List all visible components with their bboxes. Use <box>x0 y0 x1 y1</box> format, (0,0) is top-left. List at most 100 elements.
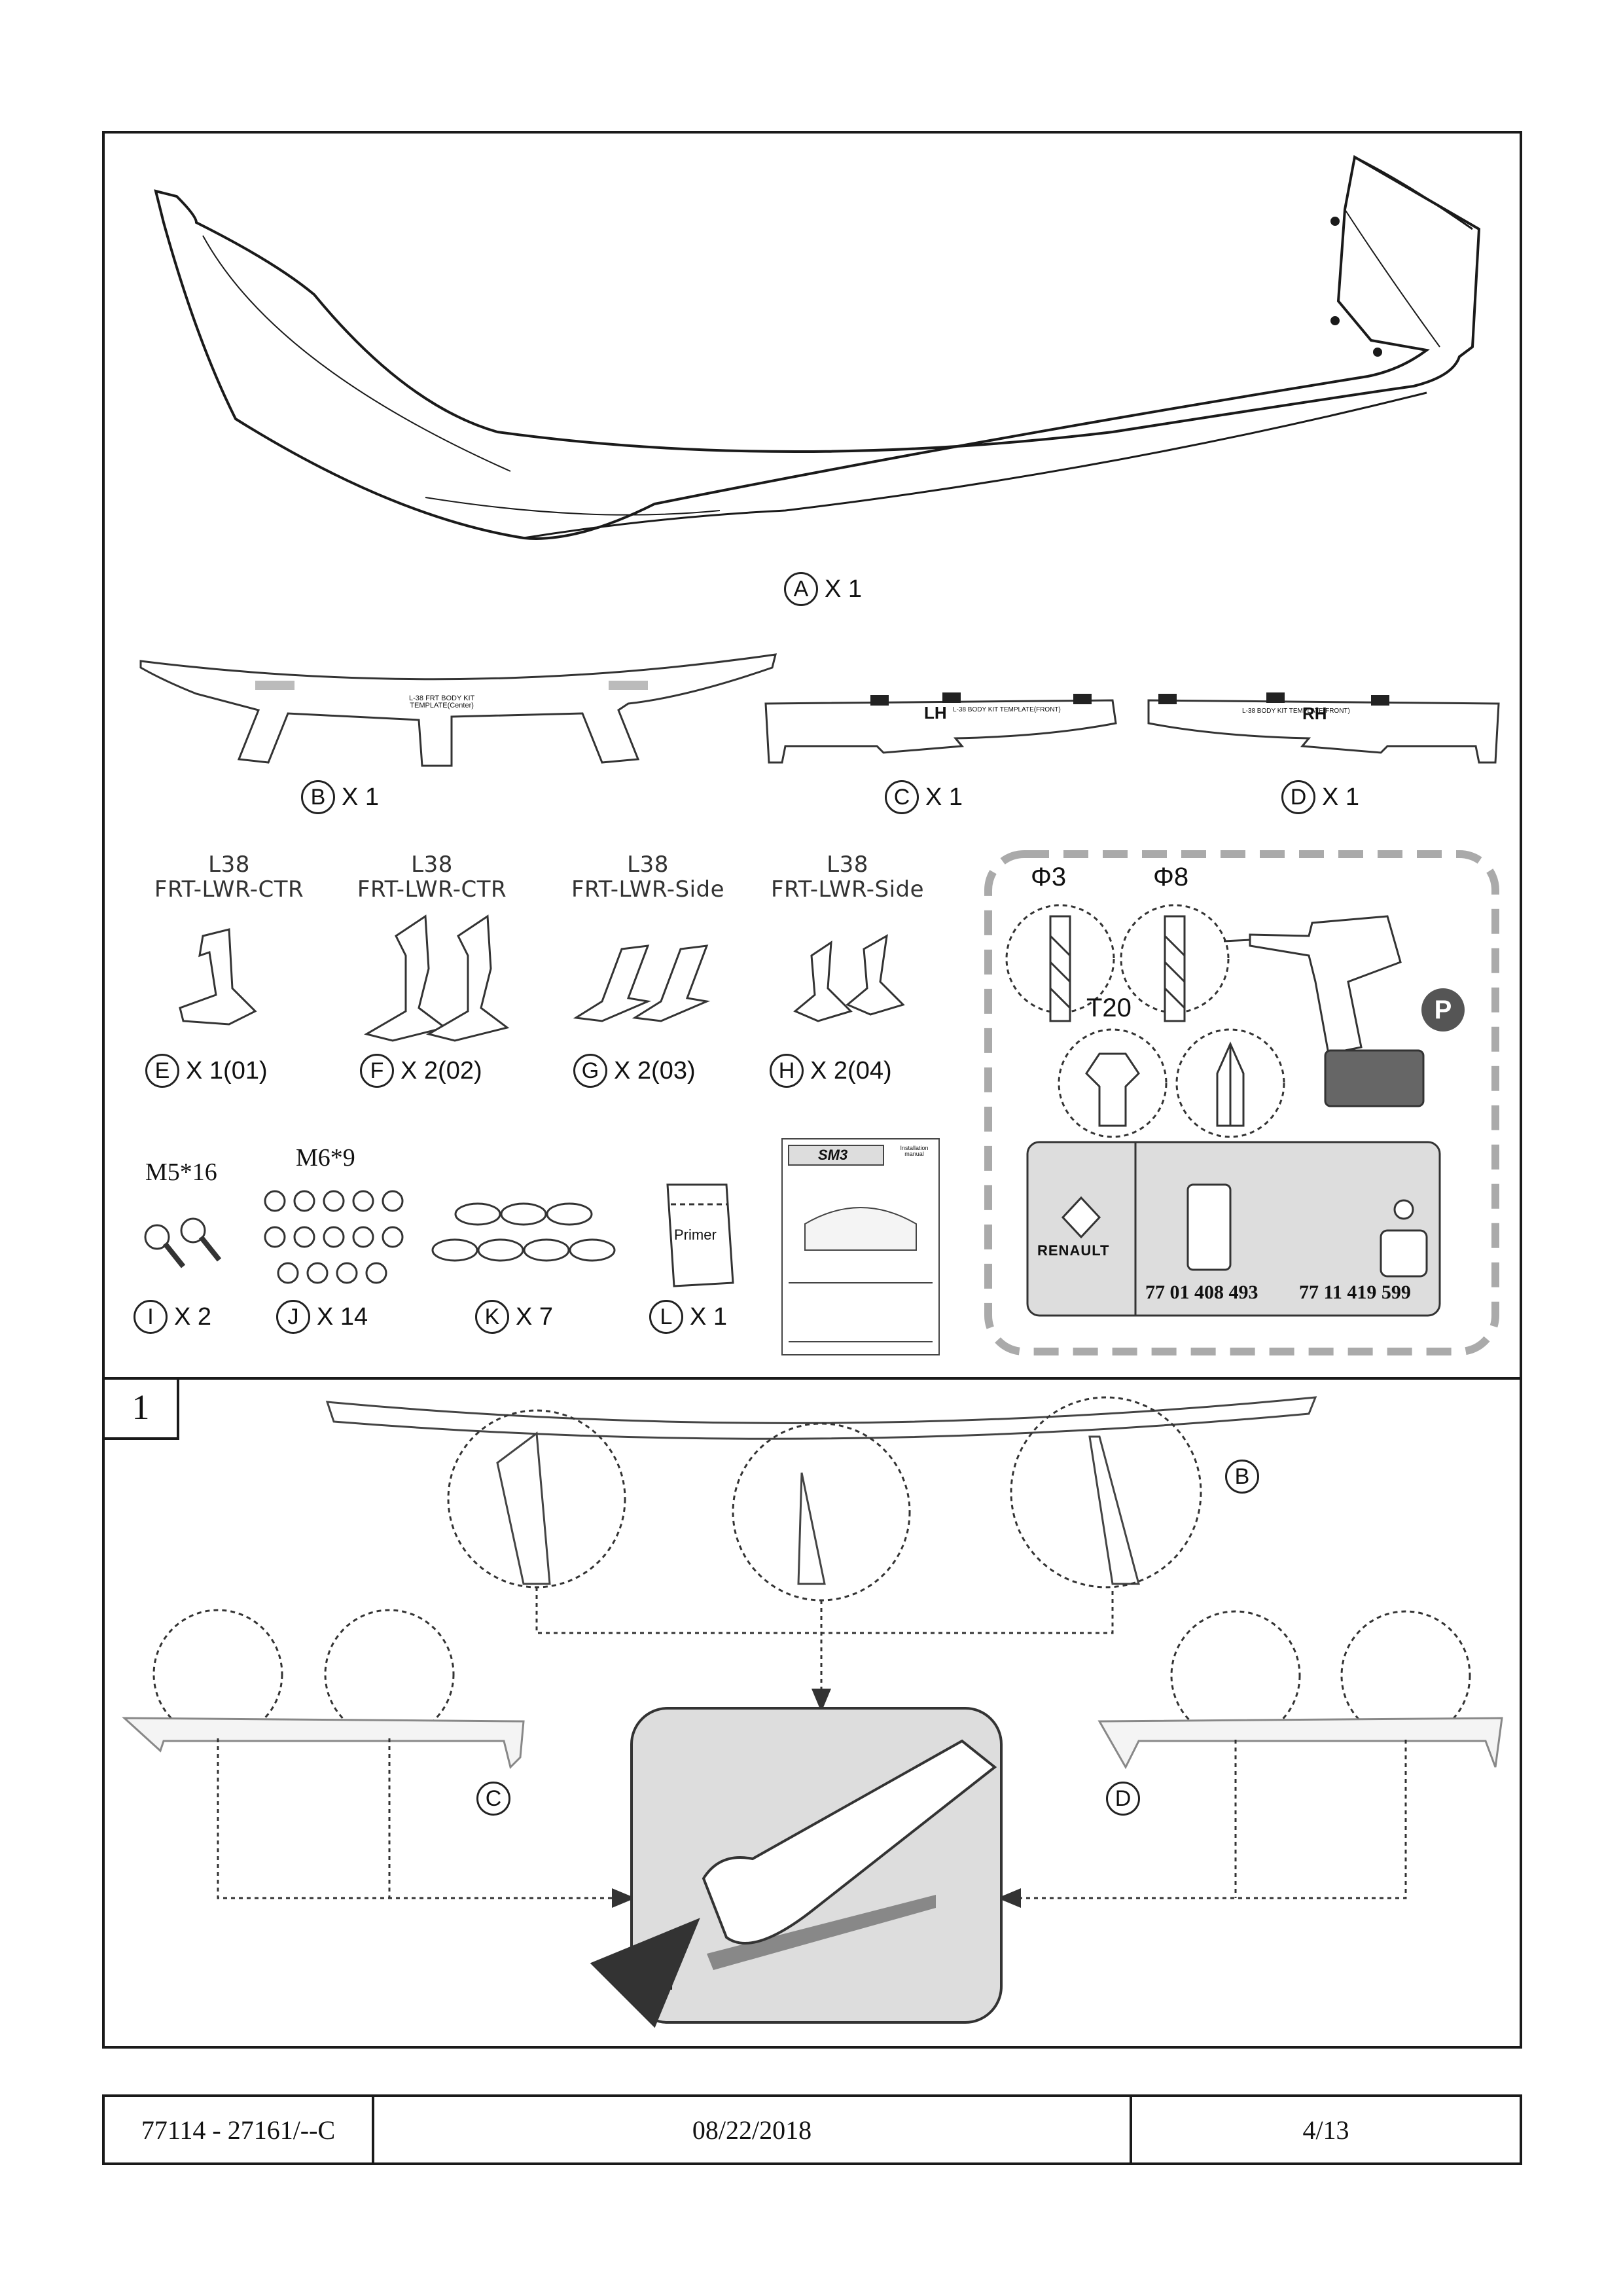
part-h-qty: X 2(04) <box>810 1057 892 1085</box>
part-a-caption: A X 1 <box>784 572 862 606</box>
part-a-letter: A <box>784 572 818 606</box>
part-b-qty: X 1 <box>342 783 380 811</box>
part-c-caption: C X 1 <box>885 780 963 814</box>
part-h-bracket-drawing <box>793 934 905 1022</box>
part-e-caption: E X 1(01) <box>145 1054 268 1088</box>
manual-title: Installation manual <box>900 1145 929 1157</box>
template-d-side: RH <box>1302 704 1327 723</box>
part-k-caption: K X 7 <box>475 1300 553 1334</box>
primer-code-1: 77 01 408 493 <box>1145 1282 1258 1303</box>
part-b-caption: B X 1 <box>301 780 379 814</box>
part-g-title-line1: L38 <box>627 852 669 878</box>
part-l-primer-bag-drawing <box>666 1183 734 1287</box>
step-number-box: 1 <box>102 1377 179 1440</box>
footer-table: 77114 - 27161/--C 08/22/2018 4/13 <box>102 2094 1522 2165</box>
part-f-qty: X 2(02) <box>401 1057 482 1085</box>
manual-thumbnail <box>781 1138 940 1355</box>
footer-page: 4/13 <box>1302 2115 1349 2145</box>
footer-date: 08/22/2018 <box>374 2097 1132 2162</box>
part-g-caption: G X 2(03) <box>573 1054 696 1088</box>
part-d-template-drawing <box>1147 692 1500 764</box>
renault-logo-text: RENAULT <box>1037 1242 1110 1259</box>
primer-products-panel <box>1026 1141 1441 1317</box>
part-f-caption: F X 2(02) <box>360 1054 482 1088</box>
tools-dashed-frame <box>984 850 1499 1355</box>
step1-ref-c: C <box>476 1782 510 1816</box>
part-f-title: L38 FRT-LWR-CTR <box>334 852 530 902</box>
part-l-qty: X 1 <box>690 1303 728 1331</box>
part-e-bracket-drawing <box>179 928 257 1026</box>
part-a-spoiler-drawing <box>154 154 1481 540</box>
step1-ref-d: D <box>1106 1782 1140 1816</box>
part-h-caption: H X 2(04) <box>770 1054 892 1088</box>
part-i-qty: X 2 <box>174 1303 212 1331</box>
template-b-label: L-38 FRT BODY KIT TEMPLATE(Center) <box>409 694 475 709</box>
part-g-bracket-drawing <box>573 944 711 1022</box>
primer-p-badge: P <box>1421 988 1465 1031</box>
template-d-label: L-38 BODY KIT TEMPLATE(FRONT) <box>1242 708 1350 715</box>
manual-brand: SM3 <box>818 1147 848 1163</box>
drill-bit-phi3-icon <box>1005 904 1115 1022</box>
part-i-caption: I X 2 <box>134 1300 211 1334</box>
drill-phi8-label: Φ8 <box>1153 863 1189 891</box>
part-c-qty: X 1 <box>925 783 963 811</box>
drill-bit-phi8-icon <box>1120 904 1230 1022</box>
part-h-letter: H <box>770 1054 804 1088</box>
part-g-qty: X 2(03) <box>614 1057 696 1085</box>
step1-leader-lines <box>217 1587 1407 1908</box>
step1-template-c <box>122 1717 525 1769</box>
part-e-title-line2: FRT-LWR-CTR <box>154 876 304 903</box>
part-j-caption: J X 14 <box>276 1300 368 1334</box>
part-c-template-drawing <box>764 692 1117 764</box>
part-h-title-line2: FRT-LWR-Side <box>770 876 925 903</box>
drill-phi3-label: Φ3 <box>1031 863 1067 891</box>
part-g-letter: G <box>573 1054 607 1088</box>
part-a-qty: X 1 <box>825 575 863 603</box>
part-k-nuts-drawing <box>431 1202 616 1262</box>
part-b-letter: B <box>301 780 335 814</box>
part-j-clips-drawing <box>264 1190 404 1284</box>
part-j-letter: J <box>276 1300 310 1334</box>
part-k-qty: X 7 <box>516 1303 554 1331</box>
part-h-title: L38 FRT-LWR-Side <box>743 852 952 902</box>
step1-apply-tape-illustration <box>590 1707 1003 2028</box>
part-j-spec: M6*9 <box>296 1144 355 1172</box>
part-l-caption: L X 1 <box>649 1300 727 1334</box>
part-d-letter: D <box>1281 780 1315 814</box>
part-d-caption: D X 1 <box>1281 780 1359 814</box>
part-l-letter: L <box>649 1300 683 1334</box>
part-i-spec: M5*16 <box>145 1158 217 1186</box>
cordless-drill-icon <box>1223 915 1425 1107</box>
sheet-frame <box>102 131 1522 2049</box>
primer-bag-label: Primer <box>674 1227 717 1243</box>
primer-code-2: 77 11 419 599 <box>1299 1282 1411 1303</box>
part-i-letter: I <box>134 1300 168 1334</box>
torx-t20-label: T20 <box>1086 994 1132 1022</box>
part-e-title: L38 FRT-LWR-CTR <box>131 852 327 902</box>
part-d-qty: X 1 <box>1322 783 1360 811</box>
part-g-title-line2: FRT-LWR-Side <box>571 876 725 903</box>
part-e-title-line1: L38 <box>208 852 250 878</box>
part-f-letter: F <box>360 1054 394 1088</box>
part-f-bracket-drawing <box>364 914 510 1042</box>
part-b-template-drawing <box>139 653 777 767</box>
part-e-qty: X 1(01) <box>186 1057 268 1085</box>
part-c-letter: C <box>885 780 919 814</box>
step1-template-b <box>325 1396 1317 1585</box>
part-g-title: L38 FRT-LWR-Side <box>543 852 753 902</box>
footer-reference: 77114 - 27161/--C <box>105 2097 374 2162</box>
part-i-screws-drawing <box>144 1217 222 1268</box>
part-f-title-line1: L38 <box>411 852 453 878</box>
part-e-letter: E <box>145 1054 179 1088</box>
template-c-side: LH <box>924 703 947 723</box>
torx-t20-bit-icon <box>1058 1028 1168 1138</box>
step1-ref-b: B <box>1225 1460 1259 1494</box>
flat-blade-bit-icon <box>1175 1028 1285 1138</box>
part-j-qty: X 14 <box>317 1303 368 1331</box>
section-divider <box>102 1377 1522 1380</box>
step1-template-d <box>1097 1717 1503 1770</box>
part-f-title-line2: FRT-LWR-CTR <box>357 876 507 903</box>
template-c-label: L-38 BODY KIT TEMPLATE(FRONT) <box>953 706 1061 713</box>
part-k-letter: K <box>475 1300 509 1334</box>
